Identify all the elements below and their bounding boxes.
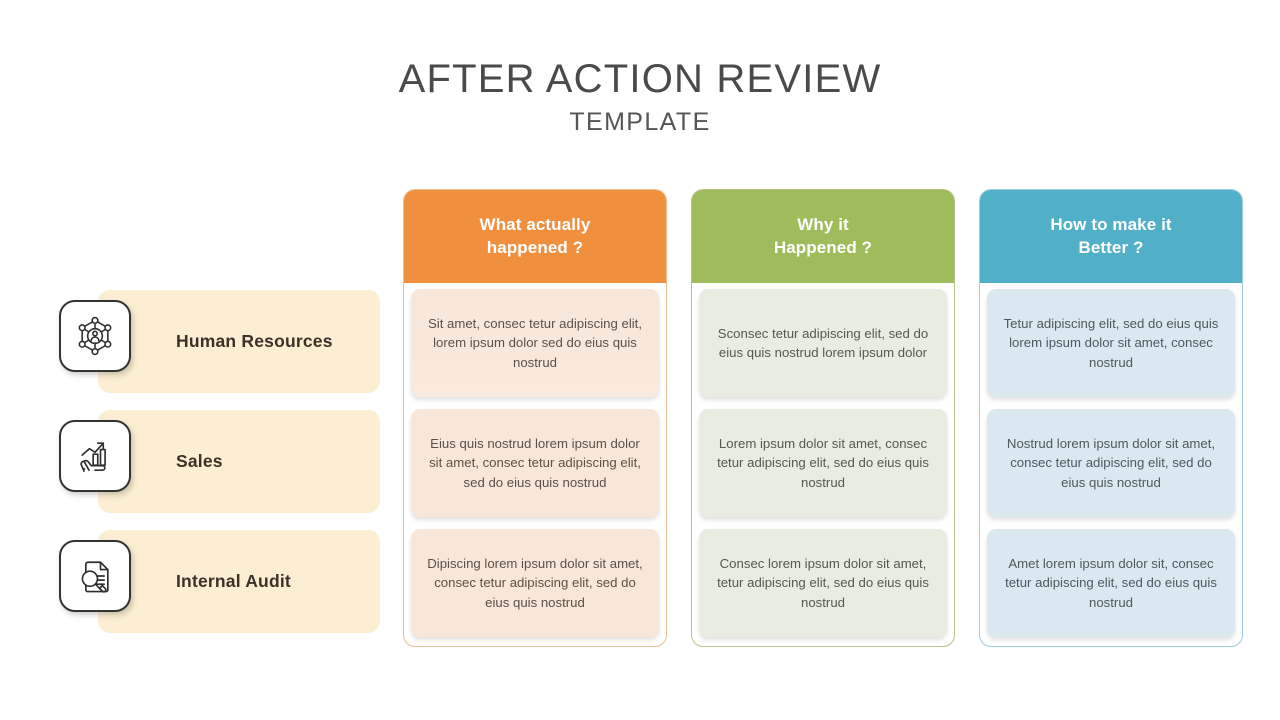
network-people-icon xyxy=(59,300,131,372)
cell-row-1[interactable]: Sit amet, consec tetur adipiscing elit, … xyxy=(411,289,659,397)
column-header-line2: Better ? xyxy=(1078,237,1144,257)
column-header-line2: happened ? xyxy=(486,237,584,257)
cell-text: Dipiscing lorem ipsum dolor sit amet, co… xyxy=(427,556,643,610)
column-cells: Tetur adipiscing elit, sed do eius quis … xyxy=(980,283,1242,644)
cell-row-2[interactable]: Lorem ipsum dolor sit amet, consec tetur… xyxy=(699,409,947,517)
category-label: Human Resources xyxy=(176,331,333,351)
hand-growth-chart-icon xyxy=(59,420,131,492)
column-header: How to make it Better ? xyxy=(980,190,1242,283)
cell-row-3[interactable]: Amet lorem ipsum dolor sit, consec tetur… xyxy=(987,529,1235,637)
cell-row-1[interactable]: Tetur adipiscing elit, sed do eius quis … xyxy=(987,289,1235,397)
cell-row-1[interactable]: Sconsec tetur adipiscing elit, sed do ei… xyxy=(699,289,947,397)
column-header-line2: Happened ? xyxy=(773,237,873,257)
column-how-to-make-it-better: How to make it Better ? Tetur adipiscing… xyxy=(979,189,1243,647)
column-what-actually-happened: What actually happened ? Sit amet, conse… xyxy=(403,189,667,647)
category-label: Sales xyxy=(176,451,223,471)
column-header: What actually happened ? xyxy=(404,190,666,283)
cell-row-3[interactable]: Consec lorem ipsum dolor sit amet, tetur… xyxy=(699,529,947,637)
column-header-line1: How to make it xyxy=(1050,214,1172,234)
cell-text: Lorem ipsum dolor sit amet, consec tetur… xyxy=(717,436,929,490)
column-header-line1: Why it xyxy=(797,214,849,234)
column-why-it-happened: Why it Happened ? Sconsec tetur adipisci… xyxy=(691,189,955,647)
cell-row-2[interactable]: Nostrud lorem ipsum dolor sit amet, cons… xyxy=(987,409,1235,517)
cell-text: Amet lorem ipsum dolor sit, consec tetur… xyxy=(1005,556,1217,610)
cell-text: Nostrud lorem ipsum dolor sit amet, cons… xyxy=(1006,436,1216,490)
page-title: AFTER ACTION REVIEW xyxy=(398,57,882,101)
page-subtitle: TEMPLATE xyxy=(569,108,711,136)
column-cells: Sit amet, consec tetur adipiscing elit, … xyxy=(404,283,666,644)
cell-text: Sconsec tetur adipiscing elit, sed do ei… xyxy=(717,325,929,360)
column-header-line1: What actually xyxy=(479,214,591,234)
category-label: Internal Audit xyxy=(176,571,291,591)
category-row-sales[interactable]: Sales xyxy=(59,410,380,513)
category-row-internal-audit[interactable]: Internal Audit xyxy=(59,530,380,633)
document-magnifier-icon xyxy=(59,540,131,612)
cell-text: Sit amet, consec tetur adipiscing elit, … xyxy=(427,316,643,370)
cell-text: Eius quis nostrud lorem ipsum dolor sit … xyxy=(429,436,641,490)
category-row-human-resources[interactable]: Human Resources xyxy=(59,290,380,393)
column-header: Why it Happened ? xyxy=(692,190,954,283)
cell-row-2[interactable]: Eius quis nostrud lorem ipsum dolor sit … xyxy=(411,409,659,517)
page-title-block: AFTER ACTION REVIEW TEMPLATE xyxy=(0,58,1280,137)
cell-row-3[interactable]: Dipiscing lorem ipsum dolor sit amet, co… xyxy=(411,529,659,637)
cell-text: Tetur adipiscing elit, sed do eius quis … xyxy=(1003,316,1219,370)
column-cells: Sconsec tetur adipiscing elit, sed do ei… xyxy=(692,283,954,644)
cell-text: Consec lorem ipsum dolor sit amet, tetur… xyxy=(717,556,929,610)
